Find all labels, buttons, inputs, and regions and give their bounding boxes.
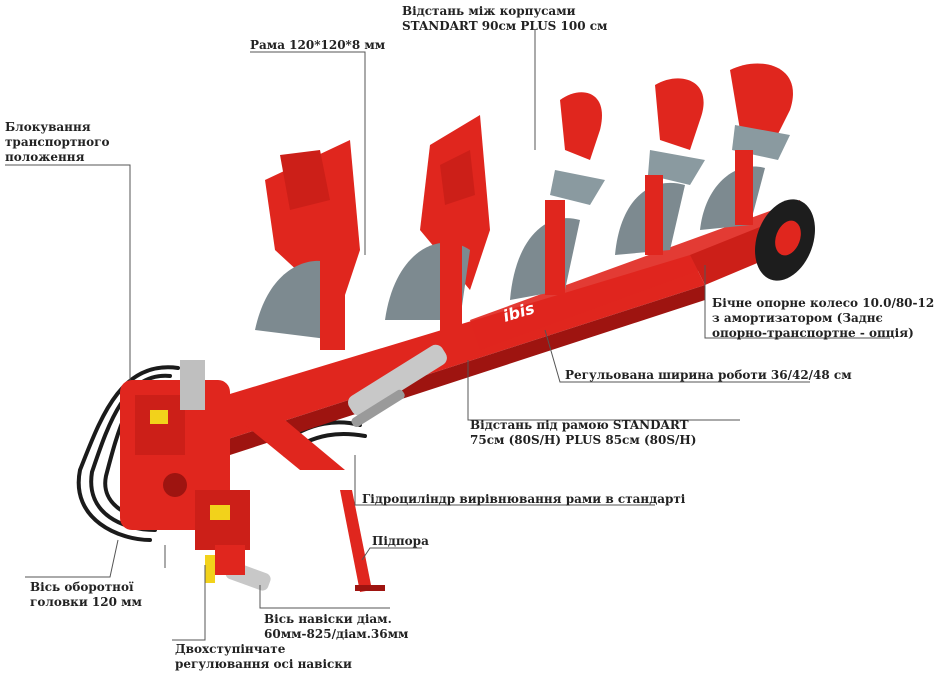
label-support: Підпора bbox=[372, 534, 429, 548]
hydraulic-cylinder bbox=[348, 344, 447, 427]
main-frame: ibis bbox=[210, 200, 810, 470]
side-wheel bbox=[755, 199, 815, 281]
support-leg bbox=[340, 490, 385, 592]
label-side-wheel: Бічне опорне колесо 10.0/80-12 з амортиз… bbox=[712, 296, 934, 340]
label-transport-lock: Блокування транспортного положення bbox=[5, 120, 110, 164]
label-hydraulic-cylinder: Гідроциліндр вирівнювання рами в стандар… bbox=[362, 492, 686, 506]
plough-body-1 bbox=[255, 140, 360, 350]
label-working-width: Регульована ширина роботи 36/42/48 см bbox=[565, 368, 852, 382]
label-body-spacing: Відстань між корпусами STANDART 90см PLU… bbox=[402, 4, 608, 33]
hitch-axle bbox=[205, 545, 271, 591]
plough-body-3 bbox=[510, 92, 605, 300]
label-clearance: Відстань під рамою STANDART 75см (80S/H)… bbox=[470, 418, 697, 447]
plough-body-4 bbox=[615, 78, 705, 255]
label-two-stage: Двохступінчате регулювання осі навіски bbox=[175, 642, 352, 671]
plough-illustration: ibis bbox=[5, 30, 890, 641]
label-turnover-axle: Вісь оборотної головки 120 мм bbox=[30, 580, 142, 609]
plough-body-2 bbox=[385, 115, 490, 335]
plough-bodies bbox=[255, 63, 793, 350]
plough-body-5 bbox=[700, 63, 793, 230]
leader-lines bbox=[5, 30, 890, 641]
label-hitch-axle: Вісь навіски діам. 60мм-825/діам.36мм bbox=[264, 612, 409, 641]
label-frame: Рама 120*120*8 мм bbox=[250, 38, 386, 52]
turnover-head bbox=[120, 360, 250, 550]
